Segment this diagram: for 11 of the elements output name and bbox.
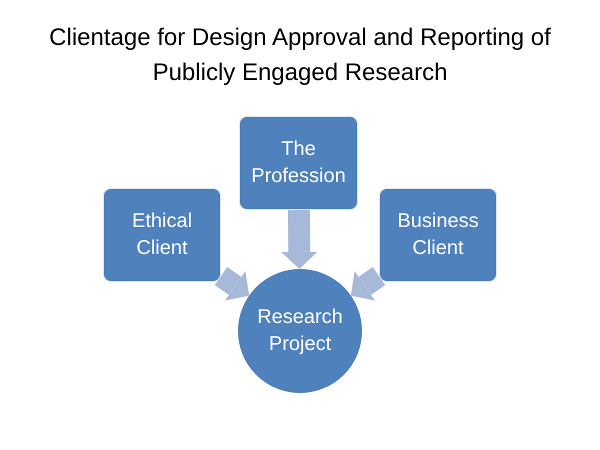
process-box [103, 188, 221, 282]
block-arrow [281, 210, 318, 269]
node-label: Business Client [396, 209, 480, 261]
node-label: The Profession [250, 137, 347, 189]
block-arrow [214, 267, 250, 301]
block-arrow [350, 267, 386, 301]
node-label: Ethical Client [130, 209, 194, 261]
process-box [239, 116, 358, 210]
process-box [379, 188, 497, 282]
diagram-title: Clientage for Design Approval and Reporting of Publicly Engaged Research [48, 23, 552, 88]
node-label: Research Project [256, 305, 344, 357]
